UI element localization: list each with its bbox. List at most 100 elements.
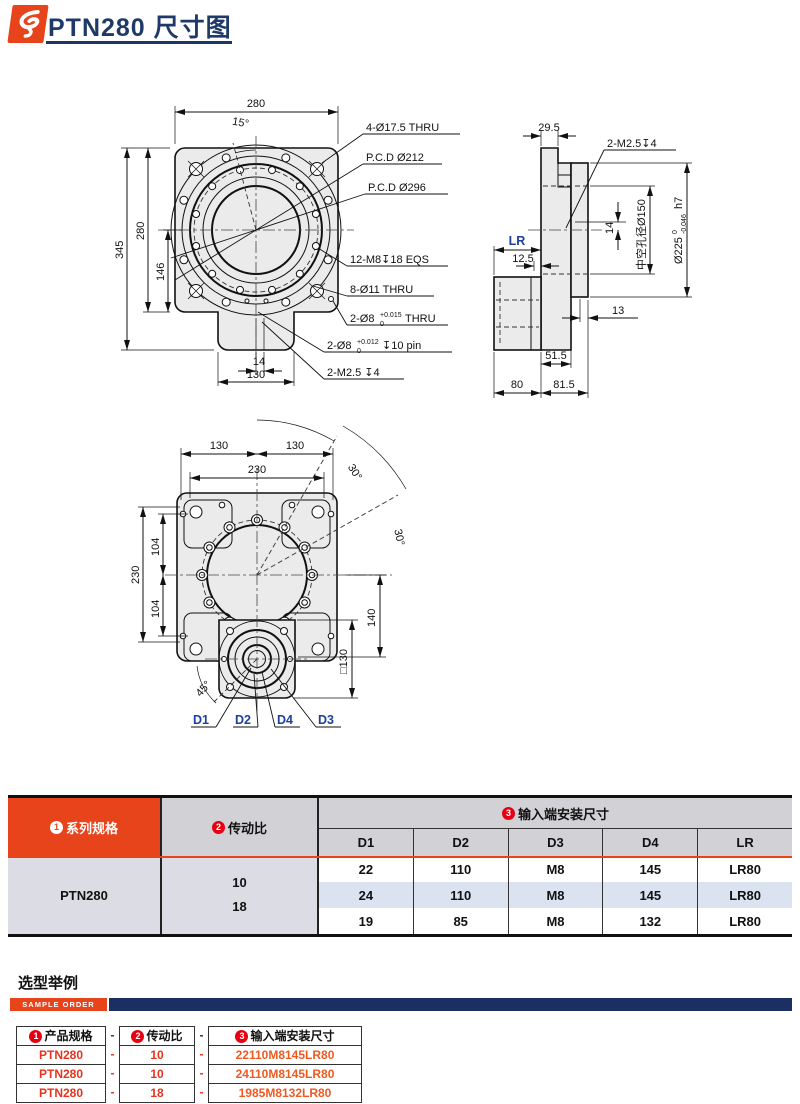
sample-header-ratio-label: 传动比 <box>146 1029 183 1043</box>
callout-m25: 2-M2.5 ↧4 <box>327 367 380 379</box>
spec-table-accent-line <box>8 856 792 858</box>
ratio-value: 18 <box>232 899 247 914</box>
sample-header-input: 3 输入端安装尺寸 <box>209 1027 361 1046</box>
sample-cell: 1985M8132LR80 <box>238 1086 332 1100</box>
cell-d4: 132 <box>602 908 697 934</box>
cell-d4: 145 <box>602 856 697 882</box>
callout-pcd212: P.C.D Ø212 <box>366 152 424 164</box>
brand-logo <box>7 5 49 43</box>
callout-fit-sub: 0 <box>380 321 384 328</box>
dim-81-5: 81.5 <box>553 379 574 391</box>
spec-header-series-label: 系列规格 <box>65 820 118 836</box>
callout-pin-sup: +0.012 <box>357 339 379 346</box>
label-flange-dia: Ø225 0 -0.046 h7 <box>672 197 688 264</box>
cell-lr: LR80 <box>697 882 792 908</box>
sample-header-input-label: 输入端安装尺寸 <box>250 1029 335 1043</box>
cell-d3: M8 <box>507 882 603 908</box>
dash: - <box>199 1085 204 1099</box>
sample-col-ratio: 2 传动比 10 10 18 <box>119 1026 195 1103</box>
bottom-view: 30° 30° 45° 130 130 230 230 104 104 <box>130 419 407 728</box>
callout-thru11: 8-Ø11 THRU <box>350 284 413 296</box>
sample-cell: 10 <box>120 1046 194 1065</box>
label-d1: D1 <box>193 713 209 727</box>
dash: - <box>199 1047 204 1061</box>
sample-col-input: 3 输入端安装尺寸 22110M8145LR80 24110M8145LR80 … <box>208 1026 362 1103</box>
spec-col-ratio: 2 传动比 10 18 <box>160 798 317 934</box>
thru-holes <box>179 153 333 307</box>
m25-hole <box>244 298 250 304</box>
pin-hole <box>328 296 334 302</box>
dim-104-upper: 104 <box>150 538 162 556</box>
cell-d4: 145 <box>602 882 697 908</box>
corner-holes <box>187 160 326 300</box>
sample-cell: 10 <box>120 1065 194 1084</box>
table-row: 24 110 M8 145 LR80 <box>319 882 792 908</box>
dimension-drawings: 280 15° 345 280 146 14 130 4-Ø17.5 THRU … <box>114 98 692 728</box>
callout-fit-sup: +0.015 <box>380 312 402 319</box>
badge-1: 1 <box>49 820 63 834</box>
side-callout-m25: 2-M2.5↧4 <box>607 138 657 150</box>
dash: - <box>199 1028 204 1042</box>
col-header-d3: D3 <box>507 829 603 856</box>
cell-d3: M8 <box>507 908 603 934</box>
dim-tab-width: 130 <box>247 369 265 381</box>
dim-51-5: 51.5 <box>545 350 566 362</box>
col-header-d2: D2 <box>412 829 508 856</box>
spec-header-input: 3 输入端安装尺寸 <box>319 798 792 829</box>
dim-12-5: 12.5 <box>512 253 533 265</box>
angle-30-b: 30° <box>391 528 406 547</box>
badge-3: 3 <box>235 1029 249 1043</box>
sample-header-product: 1 产品规格 <box>17 1027 105 1046</box>
label-d2: D2 <box>235 713 251 727</box>
sample-col-product: 1 产品规格 PTN280 PTN280 PTN280 <box>16 1026 106 1103</box>
sample-header-product-label: 产品规格 <box>44 1029 93 1043</box>
col-header-lr: LR <box>697 829 792 856</box>
flange-dia-pre: Ø225 <box>673 237 685 264</box>
spec-col-input: 3 输入端安装尺寸 D1 D2 D3 D4 LR 22 110 M8 145 L… <box>317 798 792 934</box>
spec-series-value: PTN280 <box>8 856 160 934</box>
front-view: 280 15° 345 280 146 14 130 4-Ø17.5 THRU … <box>114 98 460 386</box>
flange-dia-sub: -0.046 <box>681 214 688 234</box>
dash: - <box>110 1047 115 1061</box>
cell-lr: LR80 <box>697 856 792 882</box>
sample-cell: PTN280 <box>17 1046 105 1065</box>
callout-pin-sub: 0 <box>357 348 361 355</box>
sample-cell: PTN280 <box>38 1086 84 1100</box>
callout-corner-holes: 4-Ø17.5 THRU <box>366 122 439 134</box>
title-underline <box>46 41 232 44</box>
sample-header-ratio: 2 传动比 <box>120 1027 194 1046</box>
dash: - <box>199 1066 204 1080</box>
spec-header-input-label: 输入端安装尺寸 <box>517 806 609 822</box>
dim-sq130: □130 <box>338 649 350 674</box>
badge-3: 3 <box>501 806 515 820</box>
dim-230-left: 230 <box>130 566 142 584</box>
sample-dash-column: - - - - <box>195 1026 208 1103</box>
page-title: PTN280 尺寸图 <box>48 14 232 42</box>
cell-d2: 110 <box>412 856 508 882</box>
dim-130-right: 130 <box>286 440 304 452</box>
badge-2: 2 <box>131 1029 145 1043</box>
dim-height-center: 146 <box>155 263 167 281</box>
spec-header-ratio: 2 传动比 <box>162 798 317 856</box>
col-header-d4: D4 <box>602 829 697 856</box>
col-header-d1: D1 <box>357 835 375 850</box>
spec-subheader-row: D1 D2 D3 D4 LR <box>319 829 792 856</box>
callout-pcd296: P.C.D Ø296 <box>368 182 426 194</box>
dim-29-5: 29.5 <box>538 122 559 134</box>
cell-d1: 24 <box>358 887 374 903</box>
sample-dash-column: - - - - <box>106 1026 119 1103</box>
label-d3: D3 <box>318 713 334 727</box>
dash: - <box>110 1028 115 1042</box>
dim-14-offset: 14 <box>604 222 616 234</box>
spec-ratio-values: 10 18 <box>162 856 317 934</box>
cell-d2: 110 <box>412 882 508 908</box>
sample-order-table: 1 产品规格 PTN280 PTN280 PTN280 - - - - 2 传动… <box>16 1026 362 1103</box>
sample-cell: PTN280 <box>17 1065 105 1084</box>
dim-80: 80 <box>511 379 523 391</box>
callout-m8: 12-M8↧18 EQS <box>350 254 429 266</box>
m25-hole <box>263 298 269 304</box>
spec-col-series: 1 系列规格 PTN280 <box>8 798 160 934</box>
cell-d1: 22 <box>358 861 374 877</box>
sample-cell: 18 <box>150 1086 164 1100</box>
